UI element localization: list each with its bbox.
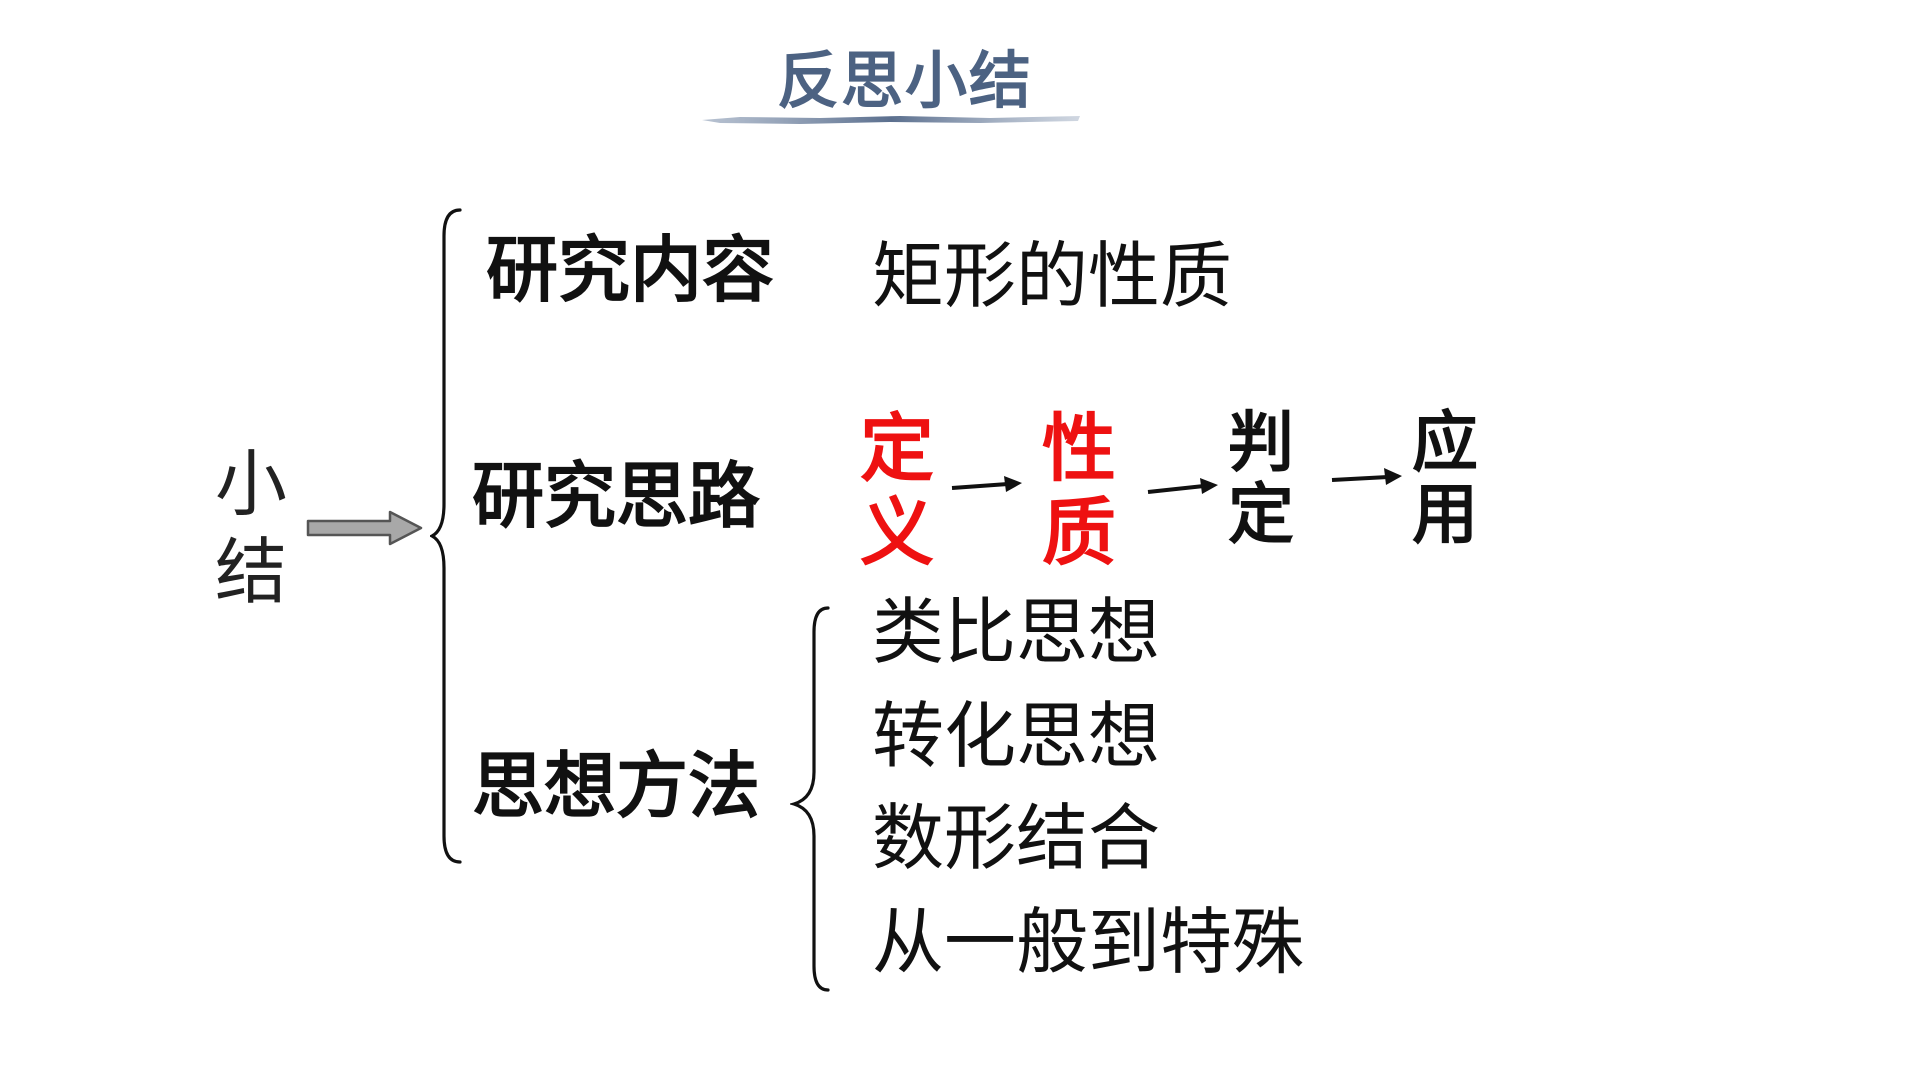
flow-arrow-icon xyxy=(951,476,1022,492)
step-char: 用 xyxy=(1412,476,1478,553)
methods-brace xyxy=(790,606,830,992)
step-char: 性 xyxy=(1042,406,1116,492)
summary-char: 小 xyxy=(215,442,288,526)
page-title: 反思小结 xyxy=(776,44,1033,117)
step-char: 定 xyxy=(860,406,934,492)
title-underline xyxy=(702,116,1080,124)
step-char: 质 xyxy=(1042,490,1116,576)
branch-research-approach: 研究思路 xyxy=(472,454,761,538)
step-char: 判 xyxy=(1228,404,1294,481)
main-brace xyxy=(430,208,462,864)
step-determination: 判 定 xyxy=(1228,410,1294,548)
step-definition: 定 义 xyxy=(860,412,934,570)
method-item: 数形结合 xyxy=(872,796,1161,880)
summary-label: 小 结 xyxy=(215,448,287,608)
step-property: 性 质 xyxy=(1042,412,1116,570)
method-item: 类比思想 xyxy=(872,590,1161,674)
step-char: 应 xyxy=(1412,404,1478,481)
method-item: 从一般到特殊 xyxy=(872,900,1305,984)
research-topic: 矩形的性质 xyxy=(872,234,1233,318)
flow-arrow-icon xyxy=(1147,478,1218,494)
step-char: 义 xyxy=(860,490,934,576)
step-char: 定 xyxy=(1228,476,1294,553)
flow-arrow-icon xyxy=(1331,468,1402,485)
main-arrow-icon xyxy=(306,510,423,546)
step-application: 应 用 xyxy=(1412,410,1478,548)
branch-research-content: 研究内容 xyxy=(486,228,775,312)
summary-char: 结 xyxy=(215,530,288,614)
method-item: 转化思想 xyxy=(872,694,1161,778)
branch-thinking-methods: 思想方法 xyxy=(472,744,761,828)
